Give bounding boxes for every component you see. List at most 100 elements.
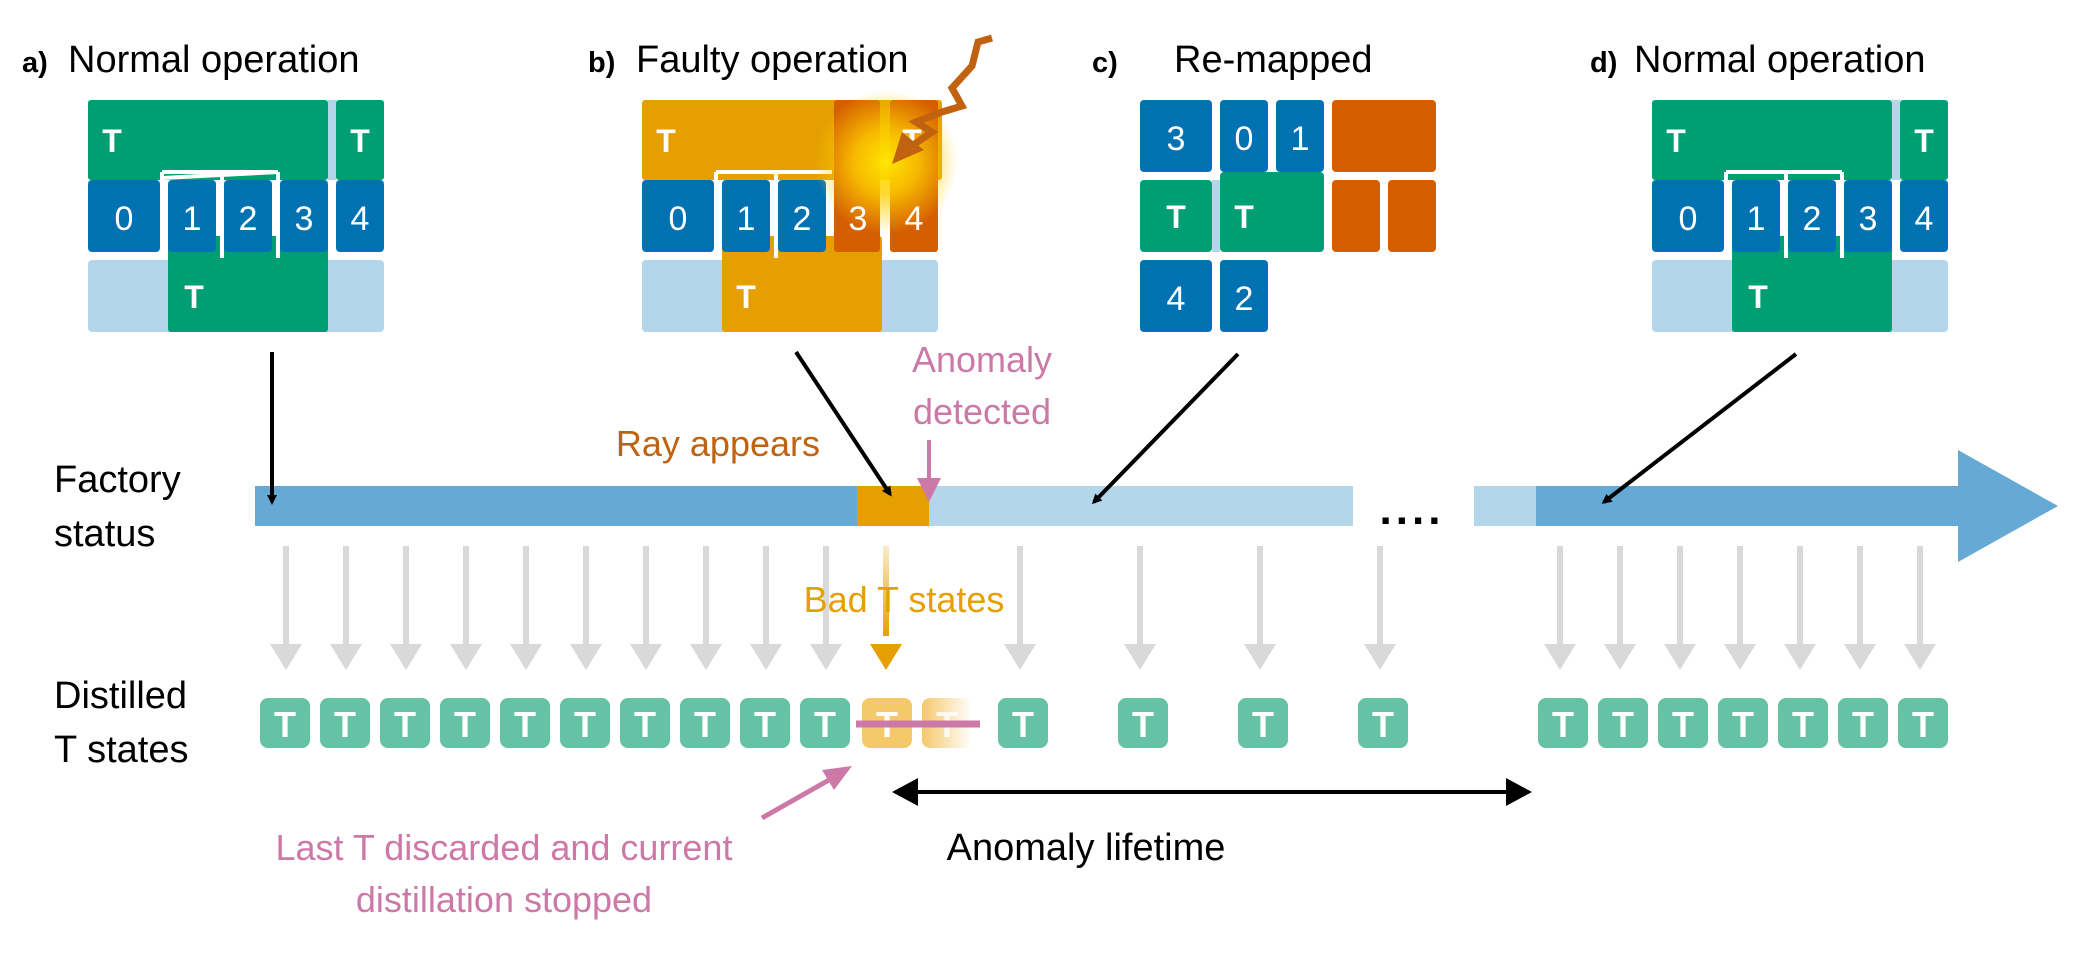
t-state-label: T: [1012, 704, 1034, 745]
t-state-tile: [560, 698, 610, 748]
patch-label: 2: [239, 200, 258, 238]
anomaly-lifetime-label: Anomaly lifetime: [947, 827, 1226, 869]
panel-c-letter: c): [1092, 47, 1118, 79]
patch-label: 0: [1679, 200, 1698, 238]
timeline-ellipsis: ....: [1380, 485, 1445, 534]
patch-label: 4: [1167, 280, 1186, 318]
t-state-tile: [1658, 698, 1708, 748]
bad-t-states-label: Bad T states: [804, 579, 1005, 620]
t-factory-block: [1732, 236, 1892, 332]
production-arrowhead: [1544, 644, 1576, 670]
t-label: T: [1666, 123, 1686, 159]
merge-wire: [714, 170, 832, 258]
t-state-tile: [1238, 698, 1288, 748]
t-state-label: T: [694, 704, 716, 745]
status-faulty-segment: [857, 486, 929, 526]
production-arrow: [330, 546, 362, 670]
data-patch: [1276, 100, 1324, 172]
patch-label: 3: [295, 200, 314, 238]
layout-a: T T T 0 1 2 3 4: [88, 100, 384, 332]
t-label: T: [1914, 123, 1934, 159]
ancilla-gap: [328, 100, 336, 180]
patch-label: 0: [1235, 120, 1254, 158]
t-state-tile: [1778, 698, 1828, 748]
production-arrows: [270, 546, 1936, 670]
production-arrow-shaft: [1257, 546, 1263, 646]
t-label: T: [102, 123, 122, 159]
t-state-tile: [1598, 698, 1648, 748]
production-arrow: [390, 546, 422, 670]
t-state-label: T: [1732, 704, 1754, 745]
production-arrow-shaft: [1917, 546, 1923, 646]
panel-b-heading: Faulty operation: [636, 39, 909, 81]
production-arrow: [450, 546, 482, 670]
production-arrow: [1724, 546, 1756, 670]
t-label: T: [1748, 279, 1768, 315]
patch-label: 0: [669, 200, 688, 238]
data-patch: [778, 180, 826, 252]
t-state-label: T: [634, 704, 656, 745]
production-arrow: [1844, 546, 1876, 670]
panel-d-letter: d): [1590, 47, 1617, 79]
factory-status-label-line1: Factory: [54, 459, 181, 501]
anomaly-detected-label-line1: Anomaly: [912, 339, 1052, 380]
production-arrow-shaft: [1137, 546, 1143, 646]
production-arrow-shaft: [1557, 546, 1563, 646]
production-arrow-shaft: [523, 546, 529, 646]
t-state-label: T: [274, 704, 296, 745]
production-arrow: [570, 546, 602, 670]
production-arrowhead: [1004, 644, 1036, 670]
t-state-label: T: [1792, 704, 1814, 745]
production-arrow-shaft: [583, 546, 589, 646]
t-state-label: T: [454, 704, 476, 745]
t-state-tile: [440, 698, 490, 748]
panel-b-letter: b): [588, 47, 615, 79]
patch-label: 1: [183, 200, 202, 238]
production-arrowhead: [1664, 644, 1696, 670]
t-state-tile: [740, 698, 790, 748]
faulty-region: [1388, 180, 1436, 252]
t-state-label: T: [1132, 704, 1154, 745]
production-arrowhead: [1244, 644, 1276, 670]
ray-appears-label: Ray appears: [616, 423, 820, 464]
t-state-label: T: [1252, 704, 1274, 745]
data-patch: [1220, 260, 1268, 332]
production-arrowhead: [450, 644, 482, 670]
production-arrowhead: [810, 644, 842, 670]
production-arrow: [1784, 546, 1816, 670]
t-state-tile: [1538, 698, 1588, 748]
panel-d-heading: Normal operation: [1634, 39, 1925, 81]
merge-wire: [1724, 170, 1844, 258]
t-state-label: T: [1912, 704, 1934, 745]
patch-label: 2: [793, 200, 812, 238]
production-arrow: [1604, 546, 1636, 670]
factory-status-label-line2: status: [54, 513, 155, 555]
production-arrow: [1124, 546, 1156, 670]
t-state-label: T: [754, 704, 776, 745]
t-state-tile: [620, 698, 670, 748]
data-patch: [1900, 180, 1948, 252]
status-remapped-segment: [929, 486, 1353, 526]
t-label: T: [1234, 199, 1254, 235]
faulty-region: [1332, 180, 1380, 252]
panel-b-connector-arrow: [794, 350, 892, 497]
t-state-tile: [1118, 698, 1168, 748]
data-patch: [88, 180, 160, 252]
data-patch: [224, 180, 272, 252]
ancilla-gap: [1212, 180, 1220, 252]
anomaly-lifetime-left-arrowhead: [892, 778, 918, 806]
data-patch: [1844, 180, 1892, 252]
anomaly-lifetime-right-arrowhead: [1506, 778, 1532, 806]
patch-label: 4: [905, 200, 924, 238]
data-patch: [642, 180, 714, 252]
data-patch: [1652, 180, 1724, 252]
production-arrowhead: [330, 644, 362, 670]
data-patch: [1140, 100, 1212, 172]
patch-label: 3: [1859, 200, 1878, 238]
production-arrow-shaft: [1737, 546, 1743, 646]
data-patch: [336, 180, 384, 252]
t-label: T: [184, 279, 204, 315]
data-patch: [168, 180, 216, 252]
production-arrow: [1904, 546, 1936, 670]
